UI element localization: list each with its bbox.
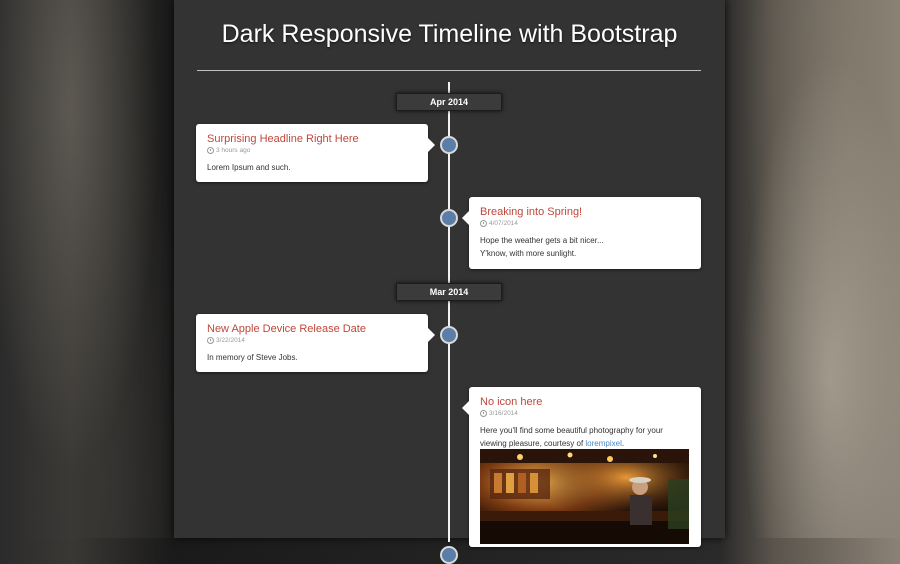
month-label-mar-2014: Mar 2014 (396, 283, 502, 301)
entry-text: In memory of Steve Jobs. (207, 353, 298, 362)
entry-text: Hope the weather gets a bit nicer... (480, 236, 604, 245)
bar-photo-image (480, 449, 689, 544)
entry-timestamp: 3 hours ago (207, 147, 250, 154)
entry-text: Lorem Ipsum and such. (207, 163, 291, 172)
entry-body: Lorem Ipsum and such. (207, 161, 418, 174)
timeline-entry: Breaking into Spring! 4/07/2014 Hope the… (462, 197, 701, 269)
entry-text: Here you'll find some beautiful photogra… (480, 424, 691, 450)
timeline-node (440, 209, 458, 227)
entry-text: Y'know, with more sunlight. (480, 249, 577, 258)
timeline-node (440, 546, 458, 564)
clock-icon (207, 147, 214, 154)
card-pointer (462, 211, 469, 225)
timeline-entry: New Apple Device Release Date 3/22/2014 … (196, 314, 435, 372)
timeline-panel: Dark Responsive Timeline with Bootstrap … (174, 0, 725, 564)
clock-icon (480, 220, 487, 227)
entry-title[interactable]: No icon here (480, 396, 543, 408)
entry-text-suffix: . (621, 439, 625, 448)
timeline-entry: Surprising Headline Right Here 3 hours a… (196, 124, 435, 182)
entry-text-prefix: Here you'll find some beautiful photogra… (480, 426, 663, 448)
page-title: Dark Responsive Timeline with Bootstrap (221, 20, 678, 48)
clock-icon (207, 337, 214, 344)
entry-title[interactable]: Surprising Headline Right Here (207, 133, 359, 145)
clock-icon (480, 410, 487, 417)
card-pointer (428, 138, 435, 152)
timeline-line (448, 82, 450, 542)
entry-title[interactable]: Breaking into Spring! (480, 206, 583, 218)
month-label-apr-2014: Apr 2014 (396, 93, 502, 111)
card-pointer (462, 401, 469, 415)
entry-title[interactable]: New Apple Device Release Date (207, 323, 366, 335)
background-right (725, 0, 900, 538)
entry-body: In memory of Steve Jobs. (207, 351, 418, 364)
entry-timestamp: 3/22/2014 (207, 337, 245, 344)
entry-body: Here you'll find some beautiful photogra… (480, 424, 691, 450)
timeline-entry: No icon here 3/16/2014 Here you'll find … (462, 387, 701, 547)
title-divider (197, 70, 701, 71)
timeline-node (440, 136, 458, 154)
entry-timestamp: 4/07/2014 (480, 220, 518, 227)
background-left (0, 0, 175, 538)
entry-time-text: 3 hours ago (216, 147, 251, 154)
lorempixel-link[interactable]: lorempixel (585, 439, 622, 448)
card-pointer (428, 328, 435, 342)
entry-time-text: 3/16/2014 (489, 410, 518, 417)
timeline-node (440, 326, 458, 344)
entry-body: Hope the weather gets a bit nicer... Y'k… (480, 234, 691, 260)
entry-time-text: 4/07/2014 (489, 220, 518, 227)
entry-time-text: 3/22/2014 (216, 337, 245, 344)
entry-timestamp: 3/16/2014 (480, 410, 518, 417)
